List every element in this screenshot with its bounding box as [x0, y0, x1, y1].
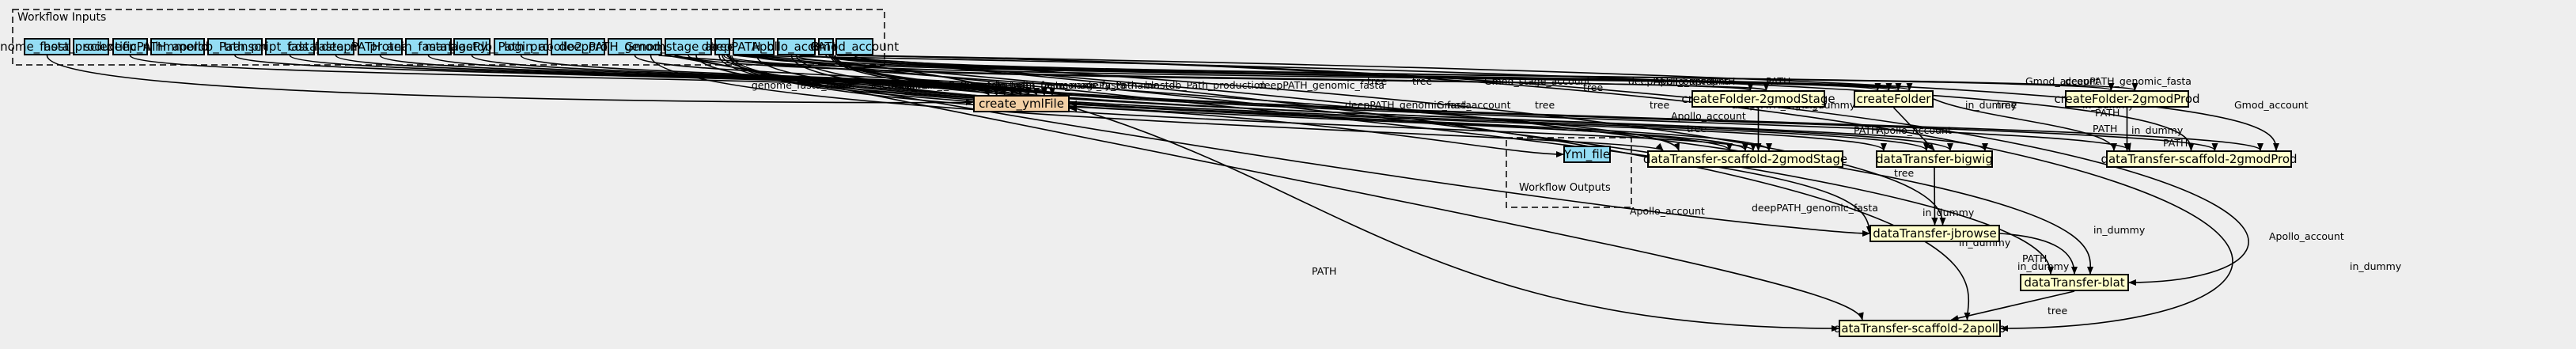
edge-label: Apollo_account — [1877, 124, 1952, 136]
edge — [836, 55, 2249, 286]
edge-label: tree — [1997, 99, 2017, 111]
output-yml-file[interactable]: Yml_file — [1563, 146, 1611, 163]
edge-label: PATH — [2022, 252, 2048, 264]
step-datatransfer-scaffold-2apollo[interactable]: dataTransfer-scaffold-2apollo — [1833, 320, 2006, 337]
edge-label: Gmod_account — [1437, 99, 1511, 111]
inputs-cluster-title: Workflow Inputs — [17, 11, 107, 24]
edge — [838, 55, 2233, 332]
edge-label: Gmod_account — [2025, 75, 2100, 87]
edge-label: blastdb_Path_production — [1145, 79, 1267, 91]
edge-label: PATH — [2093, 123, 2118, 135]
edge — [1931, 167, 1938, 226]
step-datatransfer-jbrowse[interactable]: dataTransfer-jbrowse — [1869, 225, 2000, 242]
edge-label: Gmod_account — [2234, 99, 2309, 111]
step-createfolder-2gmodstage[interactable]: createFolder-2gmodStage — [1681, 90, 1835, 108]
edge-label: PATH — [1710, 75, 1736, 87]
outputs-cluster-title: Workflow Outputs — [1519, 182, 1611, 194]
edge — [666, 55, 1870, 237]
edge — [1999, 233, 2078, 275]
edge-label: cds_fasta_name — [1079, 79, 1159, 91]
input-genome-fasta-name[interactable]: genome_fasta_name — [0, 38, 109, 55]
step-datatransfer-bigwig[interactable]: dataTransfer-bigwig — [1876, 150, 1993, 168]
edge-label: deepPATH_genomic_fasta — [1258, 79, 1385, 91]
edge — [1069, 106, 1564, 157]
edge — [799, 55, 1946, 226]
step-datatransfer-scaffold-2gmodprod[interactable]: dataTransfer-scaffold-2gmodProd — [2101, 150, 2298, 168]
edge-label: PATH — [2163, 137, 2188, 149]
edge — [726, 55, 1881, 91]
edge-label: deepPATH_analyses — [888, 79, 986, 91]
edge-label: tree — [2048, 305, 2068, 317]
edge-label: in_dummy — [1965, 99, 2017, 111]
step-createfolder[interactable]: createFolder — [1854, 90, 1934, 108]
edge-label: deepPATH_genomic_fasta — [1752, 202, 1878, 214]
edge-label: in_dummy — [2131, 124, 2184, 136]
edge-label: scientific_name — [868, 79, 945, 91]
edge — [802, 55, 2094, 275]
edge-label: tree — [1535, 99, 1555, 111]
edge-label: Apollo_account — [1671, 110, 1746, 122]
edge-label: protein_fasta_name — [971, 79, 1069, 91]
edge — [756, 55, 1930, 151]
edge — [737, 55, 1839, 332]
edge — [674, 55, 1864, 321]
edge — [650, 55, 1664, 151]
edge — [795, 55, 1988, 151]
edge-label: transcript_fasta_name — [987, 79, 1098, 91]
edge — [729, 55, 1756, 151]
edge — [804, 55, 1971, 321]
edge — [234, 55, 998, 96]
edge-label: in_dummy — [2350, 260, 2402, 272]
edge-label: PATH — [1766, 75, 1791, 87]
edge-label: managePy_Path — [1059, 79, 1138, 91]
edge — [832, 55, 2131, 151]
edge-label: in_dummy — [2093, 224, 2146, 236]
edge-label: tree — [1583, 82, 1604, 93]
edge-label: tree — [1894, 167, 1915, 179]
edge-label: Apollo_account — [2269, 230, 2344, 242]
edge-label: in_dummy — [2017, 260, 2070, 272]
input-gmod-account[interactable]: Gmod_account — [809, 38, 900, 55]
step-datatransfer-blat[interactable]: dataTransfer-blat — [2020, 274, 2129, 291]
edge-label: hmmerdb_Path_production — [896, 79, 1029, 91]
edge — [835, 55, 2263, 151]
edge-label: genome_fasta_name — [751, 79, 854, 91]
step-createfolder-2gmodprod[interactable]: createFolder-2gmodProd — [2054, 90, 2200, 108]
edge-label: Gmod_stage_account — [1484, 75, 1591, 87]
edge — [733, 55, 2195, 151]
edge-label: Apollo_account — [1630, 205, 1705, 217]
edge-label: in_dummy — [1923, 207, 1975, 218]
edge-label: Apollo_account — [1654, 75, 1729, 87]
step-create-ymlfile[interactable]: create_ymlFile — [973, 95, 1070, 112]
edge-label: tree — [1687, 123, 1707, 135]
edge-label: PATH — [1312, 265, 1337, 277]
edge-label: PATH — [1854, 124, 1879, 136]
edge — [1933, 98, 2117, 151]
edge — [46, 55, 974, 106]
edge — [728, 55, 1748, 151]
edge-label: tree — [1412, 75, 1433, 87]
edge — [1950, 290, 2075, 321]
edge-label: tree — [1367, 75, 1388, 87]
input-tree[interactable]: tree — [710, 38, 735, 55]
edge — [736, 55, 2054, 275]
edge-label: deepPATH_genomic_fasta — [2065, 75, 2191, 87]
workflow-outputs-cluster — [1506, 137, 1632, 208]
edge-label: deepPATH_genomic_fasta — [1345, 99, 1472, 111]
edge-label: tree — [1650, 99, 1670, 111]
workflow-inputs-cluster — [12, 9, 885, 66]
input-path[interactable]: PATH — [811, 38, 841, 55]
edge-label: deepPATH_bigwig — [1628, 75, 1715, 87]
step-datatransfer-scaffold-2gmodstage[interactable]: dataTransfer-scaffold-2gmodStage — [1642, 150, 1848, 168]
edge-label: PATH — [2095, 107, 2120, 119]
